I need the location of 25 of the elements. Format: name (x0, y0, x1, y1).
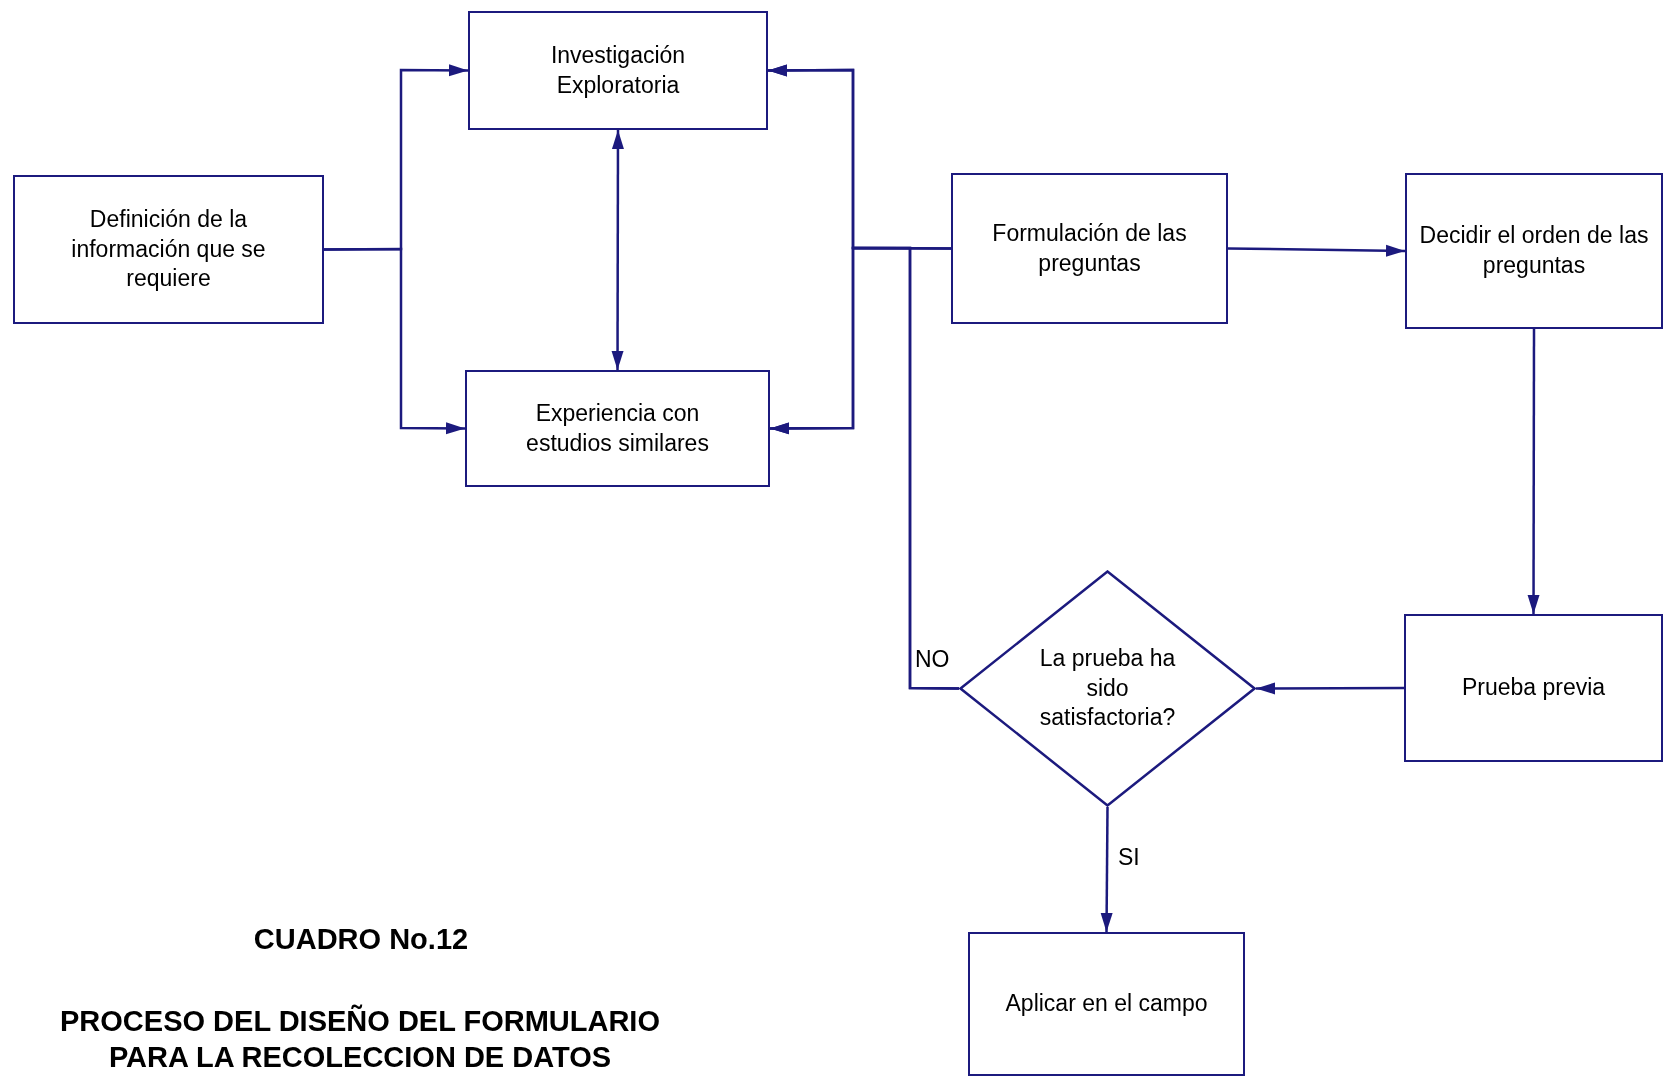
diagram-title: CUADRO No.12 (252, 922, 470, 957)
arrow (770, 246, 959, 690)
process-box (968, 932, 1245, 1076)
process-box (465, 370, 770, 487)
arrow (1256, 682, 1404, 695)
process-box (468, 11, 768, 130)
node-text: Investigación Exploratoria (549, 40, 687, 100)
node-text: Experiencia con estudios similares (525, 398, 710, 458)
arrow (611, 130, 624, 370)
arrow (1100, 807, 1113, 932)
node-text: La prueba ha sido satisfactoria? (1038, 643, 1177, 733)
arrow (1527, 329, 1540, 614)
node-text: Aplicar en el campo (1005, 989, 1208, 1019)
node-text: Formulación de las preguntas (991, 218, 1188, 278)
process-box (1404, 614, 1663, 762)
diagram-caption: PROCESO DEL DISEÑO DEL FORMULARIO PARA LA RECOLECCION DE DATOS (59, 1003, 661, 1076)
process-box (13, 175, 324, 324)
arrow (324, 247, 465, 435)
node-text: Decidir el orden de las preguntas (1418, 221, 1650, 280)
node-text: Definición de la información que se requiere (70, 204, 267, 294)
process-box (951, 173, 1228, 324)
arrow (1228, 244, 1405, 257)
node-text: Prueba previa (1461, 673, 1606, 703)
decision-diamond (959, 570, 1256, 807)
process-box (1405, 173, 1663, 329)
